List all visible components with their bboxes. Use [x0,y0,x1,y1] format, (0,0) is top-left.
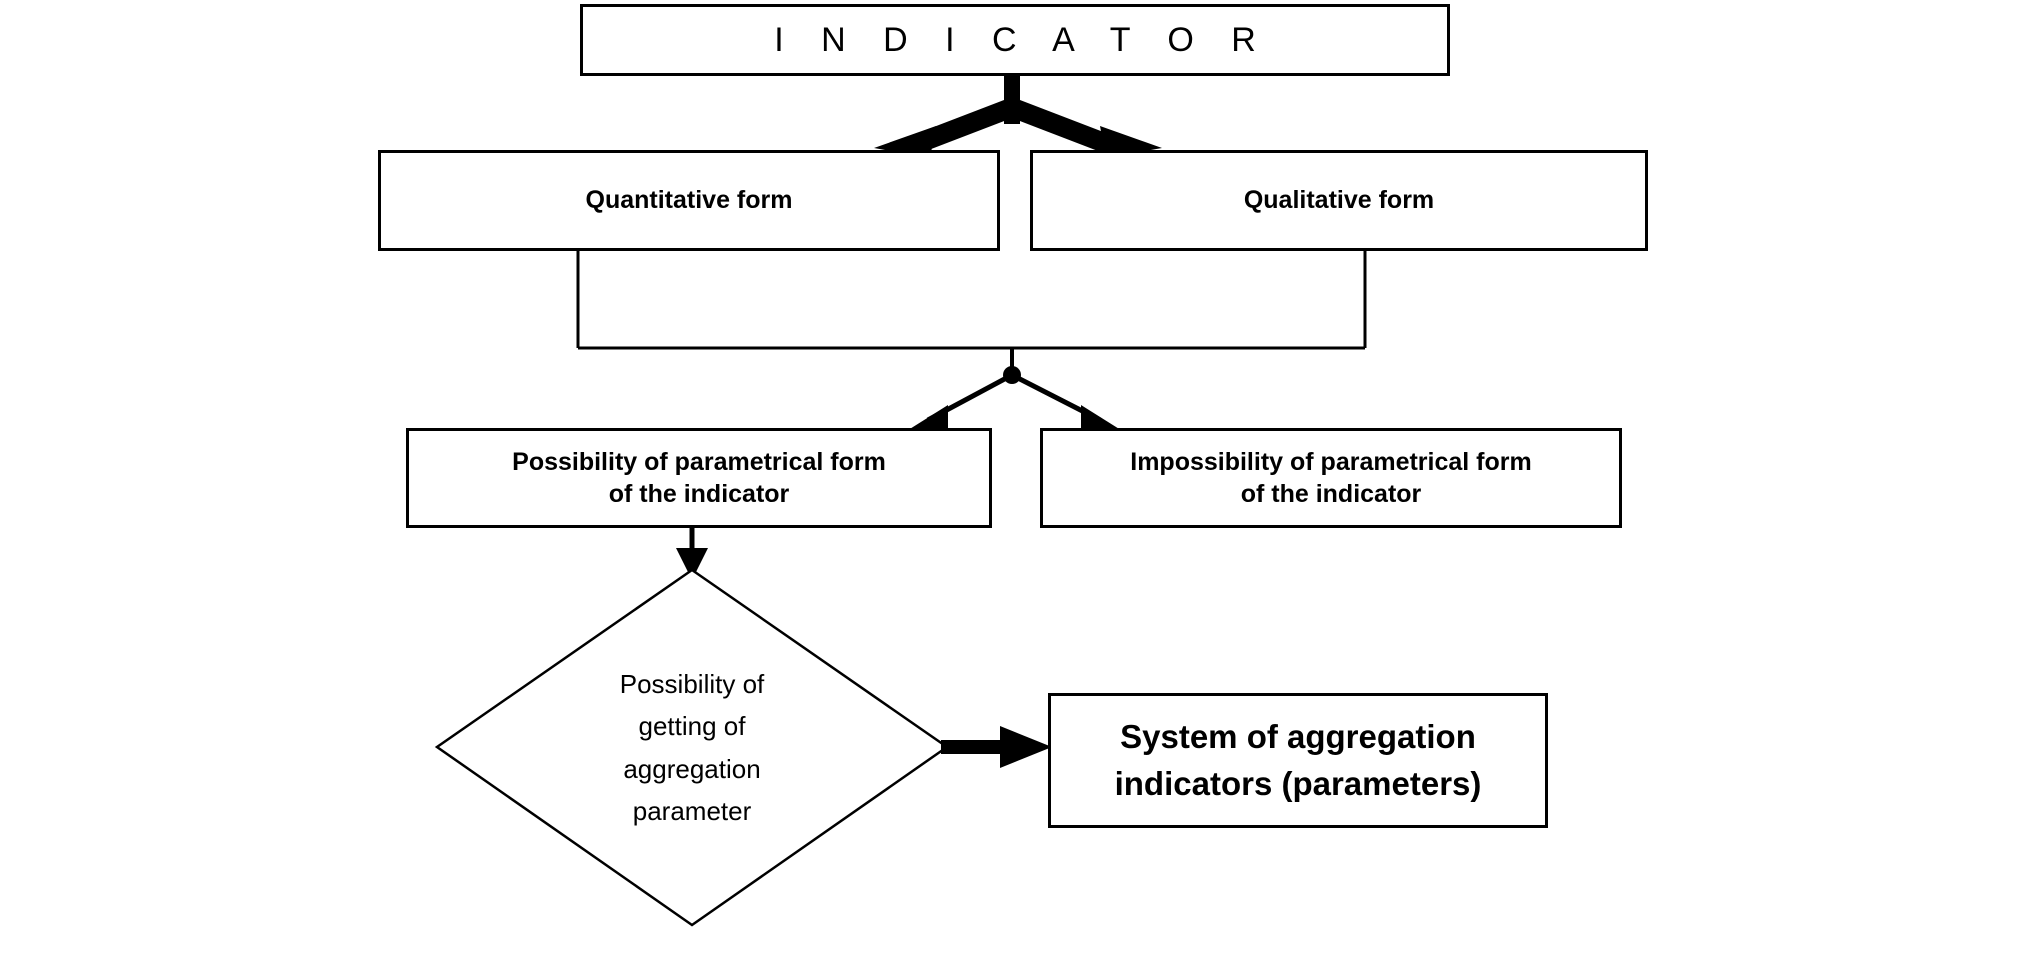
node-indicator[interactable]: I N D I C A T O R [580,4,1450,76]
edge-possibility-to-diamond [676,528,708,580]
node-impossibility-parametrical-form[interactable]: Impossibility of parametrical form of th… [1040,428,1622,528]
node-quantitative-form-label: Quantitative form [585,186,793,215]
edge-indicator-split [874,67,1162,158]
node-impossibility-parametrical-form-label: Impossibility of parametrical form of th… [1130,447,1532,509]
node-possibility-parametrical-form[interactable]: Possibility of parametrical form of the … [406,428,992,528]
node-decision-possibility-aggregation[interactable]: Possibility of getting of aggregation pa… [437,570,947,925]
node-qualitative-form[interactable]: Qualitative form [1030,150,1648,251]
edge-junction-split [905,372,1124,432]
edge-merge-bridge [576,251,1367,384]
node-qualitative-form-label: Qualitative form [1243,186,1435,215]
node-decision-possibility-aggregation-label: Possibility of getting of aggregation pa… [619,669,765,826]
edge-diamond-to-system [941,726,1052,768]
node-possibility-parametrical-form-label: Possibility of parametrical form of the … [512,447,886,509]
node-system-of-aggregation-indicators-label: System of aggregation indicators (parame… [1114,717,1482,802]
diamond-shape [434,568,950,927]
node-system-of-aggregation-indicators[interactable]: System of aggregation indicators (parame… [1048,693,1548,828]
node-quantitative-form[interactable]: Quantitative form [378,150,1000,251]
node-indicator-label: I N D I C A T O R [774,20,1270,59]
